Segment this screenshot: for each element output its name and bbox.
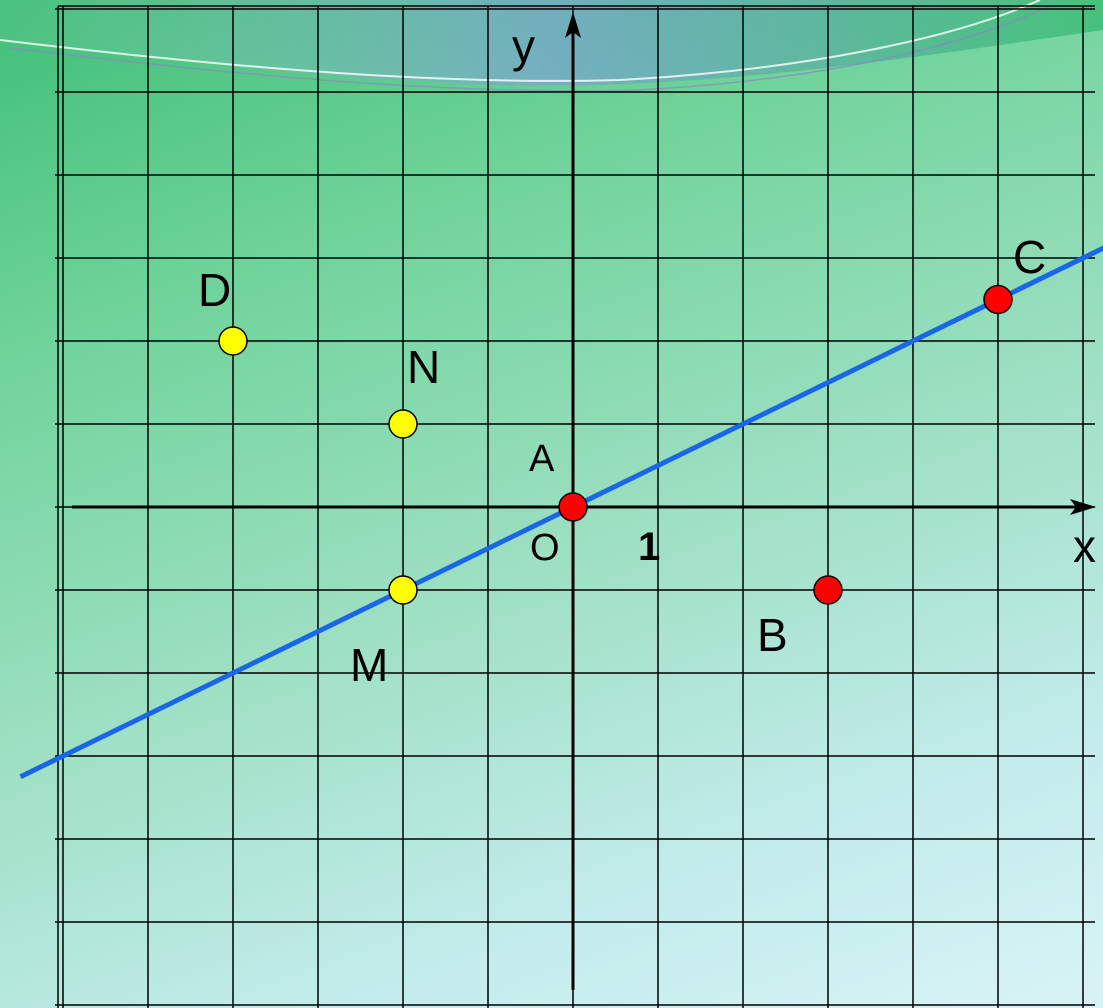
point-n [388,409,418,439]
point-label-m: M [350,639,388,691]
point-label-d: D [198,264,231,316]
origin-label: O [530,527,560,569]
point-c [983,284,1013,315]
point-b [813,575,843,605]
point-m [388,575,418,605]
y-axis-label: y [512,20,535,72]
header-swoosh [0,0,1103,92]
unit-label: 1 [638,525,660,569]
point-label-b: B [757,609,788,661]
point-layer [218,284,1013,605]
x-axis-arrow-icon [1070,499,1096,515]
point-d [218,326,248,356]
point-label-n: N [407,341,440,393]
point-a [558,492,588,522]
x-axis-label: x [1073,520,1096,572]
point-label-c: C [1013,231,1046,283]
labels: y x O 1 A B C D N M [198,20,1096,691]
y-axis-arrow-icon [565,12,581,38]
point-label-a: A [529,438,555,480]
